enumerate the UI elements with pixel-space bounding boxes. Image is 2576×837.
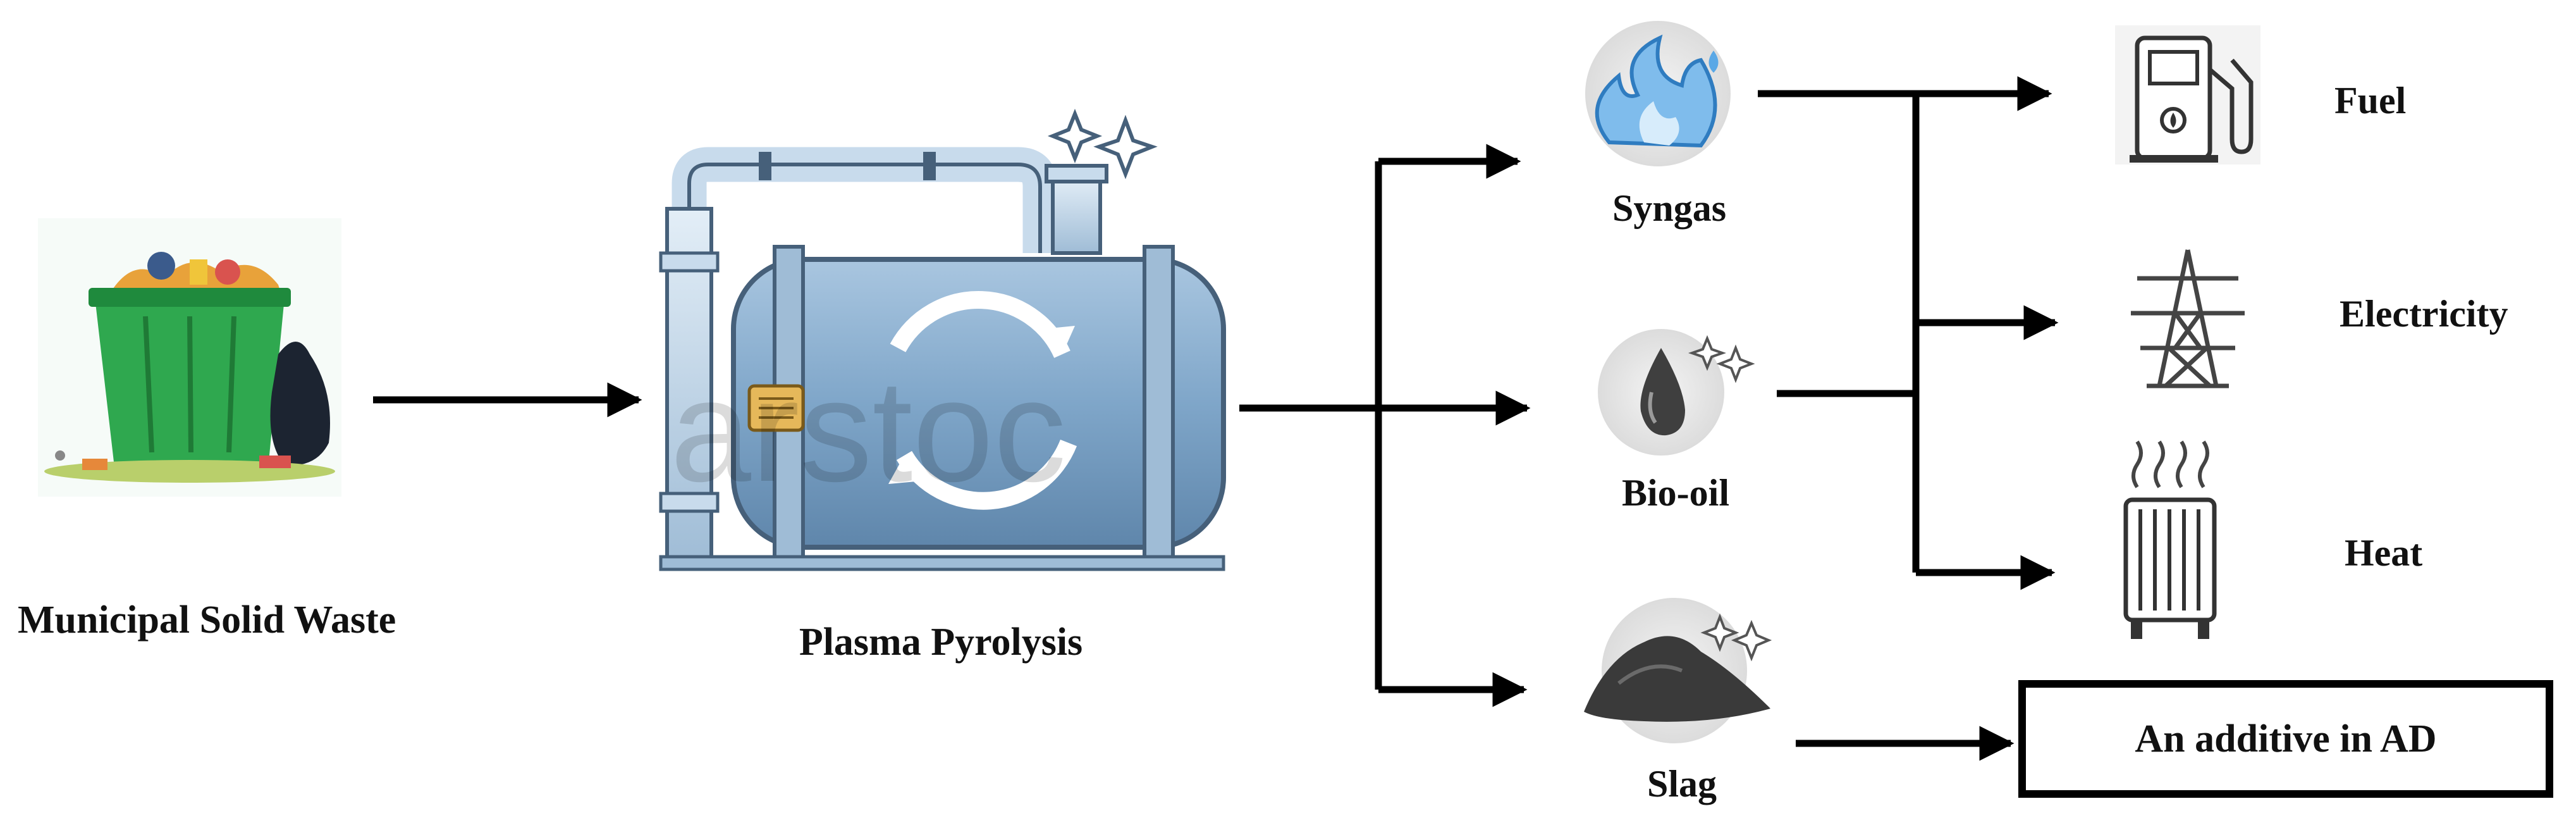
ash-pile-icon	[1584, 598, 1772, 743]
radiator-icon	[2123, 440, 2217, 639]
label-municipal-solid-waste: Municipal Solid Waste	[18, 598, 396, 642]
fuel-pump-icon	[2115, 25, 2260, 164]
trash-bin-icon	[38, 218, 341, 497]
additive-box: An additive in AD	[2018, 680, 2553, 798]
label-electricity: Electricity	[2340, 293, 2508, 335]
power-tower-icon	[2131, 249, 2245, 388]
label-fuel: Fuel	[2334, 80, 2407, 121]
plasma-reactor-icon	[659, 108, 1226, 571]
oil-drop-icon	[1598, 329, 1755, 456]
arrows	[373, 76, 2059, 761]
flame-icon	[1585, 21, 1731, 166]
label-additive-in-ad: An additive in AD	[2135, 717, 2437, 760]
label-heat: Heat	[2345, 532, 2423, 574]
label-bio-oil: Bio-oil	[1621, 472, 1730, 514]
label-plasma-pyrolysis: Plasma Pyrolysis	[799, 621, 1083, 664]
label-slag: Slag	[1647, 763, 1717, 805]
label-syngas: Syngas	[1612, 187, 1727, 229]
watermark: arstoc	[670, 349, 1066, 512]
